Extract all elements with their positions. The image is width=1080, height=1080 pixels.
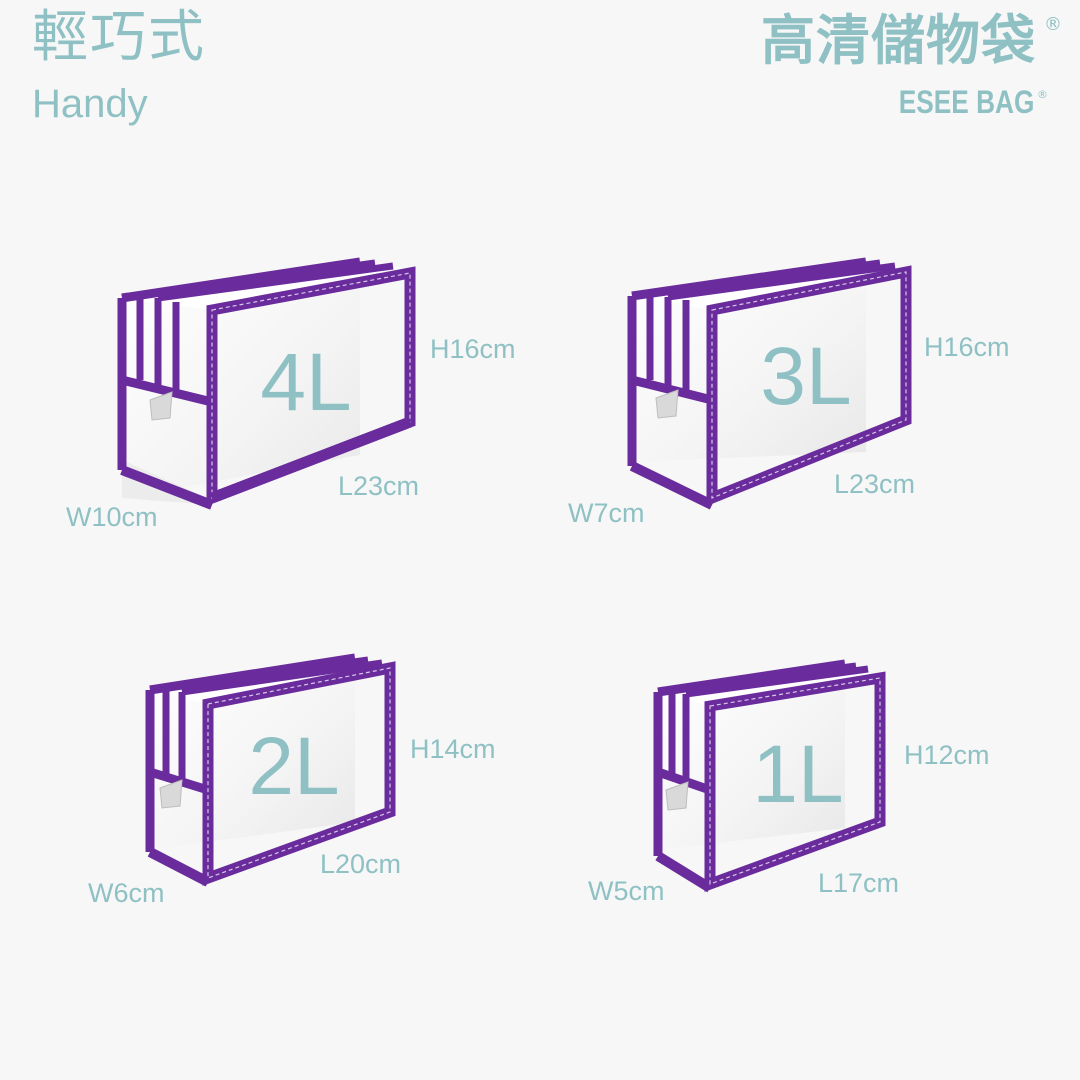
- bag-2l-width: W6cm: [88, 878, 165, 908]
- bag-3l-length: L23cm: [834, 469, 915, 499]
- bag-2l-body: [145, 653, 396, 887]
- bag-3l-width: W7cm: [568, 498, 645, 528]
- bag-4l-height: H16cm: [430, 334, 516, 364]
- page-title-english: Handy: [32, 82, 148, 126]
- bag-3l: 3L H16cm L23cm W7cm: [568, 257, 1010, 528]
- brand-name-english: ESEE BAG: [898, 84, 1034, 120]
- bag-2l: 2L H14cm L20cm W6cm: [88, 653, 496, 908]
- bag-3l-body: [627, 257, 912, 510]
- bag-4l-length: L23cm: [338, 471, 419, 501]
- bag-3l-height: H16cm: [924, 332, 1010, 362]
- brand-registered-mark: ®: [1044, 14, 1062, 35]
- bag-4l-capacity: 4L: [260, 337, 351, 428]
- bag-4l-width: W10cm: [66, 502, 158, 532]
- brand-english-registered-mark: ®: [1037, 88, 1048, 101]
- bag-1l-height: H12cm: [904, 740, 990, 770]
- bag-4l-body: [117, 257, 416, 510]
- bag-4l: 4L H16cm L23cm W10cm: [66, 257, 516, 532]
- bag-1l: 1L H12cm L17cm W5cm: [588, 659, 990, 906]
- bag-1l-width: W5cm: [588, 876, 665, 906]
- bag-1l-body: [653, 659, 886, 893]
- bag-2l-height: H14cm: [410, 734, 496, 764]
- bag-1l-capacity: 1L: [752, 729, 843, 820]
- bag-3l-capacity: 3L: [760, 331, 851, 422]
- bag-1l-length: L17cm: [818, 868, 899, 898]
- page-title-chinese: 輕巧式: [32, 5, 206, 70]
- brand-name-chinese: 高清儲物袋: [761, 9, 1036, 72]
- bag-2l-capacity: 2L: [248, 721, 339, 812]
- bag-2l-length: L20cm: [320, 849, 401, 879]
